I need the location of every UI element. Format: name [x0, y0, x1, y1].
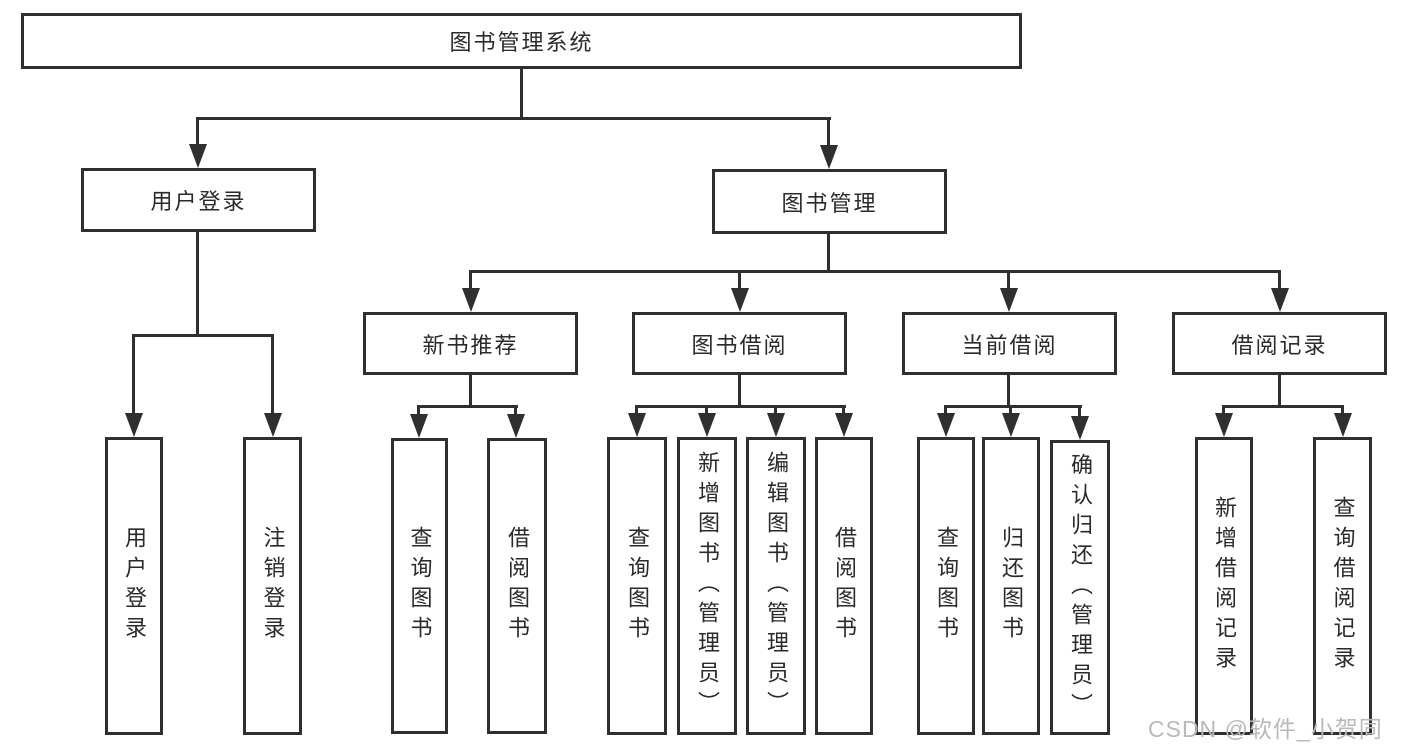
- node-confirm-return-admin: 确认归还（管理员）: [1050, 440, 1110, 735]
- node-label: 用户登录: [150, 189, 247, 214]
- node-label: 图书管理系统: [449, 30, 594, 55]
- arrow-down-icon: [698, 413, 716, 437]
- node-query-books-current: 查询图书: [917, 437, 975, 735]
- connector-line: [705, 405, 708, 416]
- node-label: 查询图书: [934, 526, 959, 646]
- connector-line: [738, 270, 741, 290]
- node-label: 借阅图书: [505, 526, 530, 646]
- arrow-down-icon: [410, 414, 428, 438]
- connector-line: [1222, 405, 1344, 408]
- connector-line: [417, 405, 420, 417]
- arrow-down-icon: [1071, 416, 1089, 440]
- connector-line: [827, 234, 830, 273]
- connector-line: [944, 405, 947, 416]
- connector-line: [469, 270, 1281, 273]
- arrow-down-icon: [1334, 413, 1352, 437]
- arrow-down-icon: [125, 413, 143, 437]
- node-new-book-recommend: 新书推荐: [363, 312, 578, 375]
- node-label: 注销登录: [260, 526, 286, 646]
- node-library-system: 图书管理系统: [21, 13, 1022, 69]
- node-label: 用户登录: [122, 526, 147, 646]
- connector-line: [469, 270, 472, 290]
- connector-line: [469, 375, 472, 408]
- node-label: 编辑图书（管理员）: [764, 451, 789, 721]
- connector-line: [417, 405, 518, 408]
- node-label: 新书推荐: [422, 332, 519, 358]
- node-borrowing-records: 借阅记录: [1172, 312, 1387, 375]
- node-label: 确认归还（管理员）: [1068, 452, 1093, 723]
- node-label: 借阅记录: [1231, 332, 1328, 358]
- csdn-watermark: CSDN @软件_小贺同学: [1148, 716, 1383, 742]
- arrow-down-icon: [820, 145, 838, 169]
- node-label: 新增借阅记录: [1212, 496, 1237, 676]
- connector-line: [1007, 270, 1010, 290]
- node-borrow-books: 借阅图书: [815, 437, 873, 735]
- arrow-down-icon: [1215, 413, 1233, 437]
- node-label: 查询图书: [625, 526, 650, 646]
- connector-line: [842, 405, 845, 416]
- arrow-down-icon: [1271, 288, 1289, 312]
- node-query-books-borrowing: 查询图书: [607, 437, 667, 735]
- arrow-down-icon: [767, 413, 785, 437]
- arrow-down-icon: [937, 413, 955, 437]
- arrow-down-icon: [507, 414, 525, 438]
- node-label: 归还图书: [999, 526, 1024, 646]
- connector-line: [132, 334, 135, 414]
- connector-line: [514, 405, 517, 417]
- connector-line: [132, 334, 274, 337]
- node-label: 当前借阅: [961, 332, 1058, 358]
- connector-line: [635, 405, 638, 416]
- connector-line: [520, 67, 523, 119]
- connector-line: [1009, 405, 1012, 416]
- connector-line: [1222, 405, 1225, 416]
- node-user-login: 用户登录: [81, 168, 316, 232]
- node-add-books-admin: 新增图书（管理员）: [677, 437, 737, 735]
- connector-line: [944, 405, 1082, 408]
- node-current-borrowing: 当前借阅: [902, 312, 1117, 375]
- node-label: 借阅图书: [832, 526, 857, 646]
- node-label: 新增图书（管理员）: [695, 451, 720, 721]
- node-label: 查询图书: [407, 526, 433, 646]
- connector-line: [1278, 375, 1281, 408]
- arrow-down-icon: [1000, 288, 1018, 312]
- connector-line: [827, 117, 830, 145]
- connector-line: [196, 117, 199, 145]
- connector-line: [196, 117, 831, 120]
- arrow-down-icon: [731, 288, 749, 312]
- node-book-management: 图书管理: [712, 169, 947, 234]
- node-return-books: 归还图书: [982, 437, 1040, 735]
- node-query-books-recommend: 查询图书: [391, 438, 448, 734]
- node-logout: 注销登录: [243, 437, 302, 735]
- connector-line: [635, 405, 846, 408]
- node-add-borrow-record: 新增借阅记录: [1195, 437, 1253, 735]
- node-user-login-leaf: 用户登录: [105, 437, 163, 735]
- connector-line: [1341, 405, 1344, 416]
- connector-line: [271, 334, 274, 414]
- arrow-down-icon: [462, 288, 480, 312]
- arrow-down-icon: [264, 413, 282, 437]
- node-borrow-books-recommend: 借阅图书: [487, 438, 547, 734]
- connector-line: [196, 232, 199, 337]
- connector-line: [1278, 270, 1281, 290]
- arrow-down-icon: [835, 413, 853, 437]
- connector-line: [1078, 405, 1081, 419]
- node-label: 图书管理: [781, 190, 878, 216]
- arrow-down-icon: [1002, 413, 1020, 437]
- node-label: 查询借阅记录: [1330, 496, 1356, 676]
- connector-line: [738, 375, 741, 408]
- connector-line: [774, 405, 777, 416]
- node-query-borrow-record: 查询借阅记录: [1313, 437, 1372, 735]
- arrow-down-icon: [628, 413, 646, 437]
- connector-line: [1007, 375, 1010, 408]
- node-book-borrowing: 图书借阅: [632, 312, 847, 375]
- node-edit-books-admin: 编辑图书（管理员）: [746, 437, 806, 735]
- arrow-down-icon: [189, 144, 207, 168]
- node-label: 图书借阅: [691, 332, 788, 358]
